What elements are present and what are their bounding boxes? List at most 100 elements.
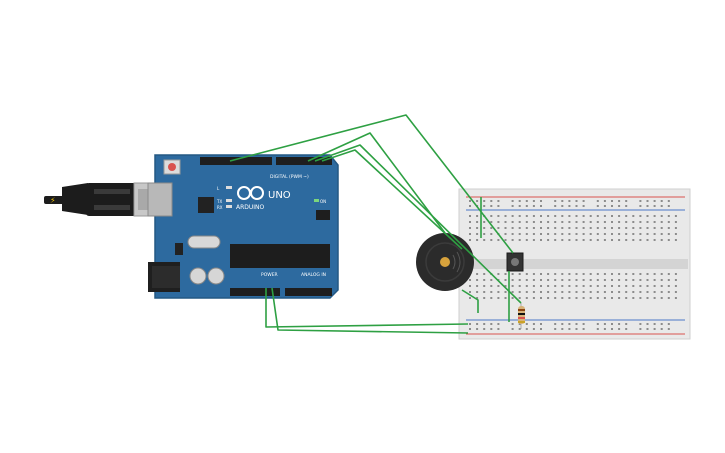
breadboard-hole[interactable] bbox=[511, 323, 514, 325]
breadboard-hole[interactable] bbox=[618, 200, 621, 202]
breadboard-hole[interactable] bbox=[504, 227, 507, 229]
breadboard-hole[interactable] bbox=[469, 215, 471, 217]
breadboard-hole[interactable] bbox=[497, 328, 500, 330]
breadboard-hole[interactable] bbox=[660, 279, 663, 281]
breadboard-hole[interactable] bbox=[618, 205, 621, 207]
breadboard-hole[interactable] bbox=[611, 279, 613, 281]
push-button-icon[interactable] bbox=[506, 252, 524, 272]
breadboard-hole[interactable] bbox=[632, 221, 635, 223]
breadboard-hole[interactable] bbox=[603, 273, 606, 275]
breadboard-hole[interactable] bbox=[568, 205, 571, 207]
breadboard-hole[interactable] bbox=[625, 297, 628, 299]
breadboard-hole[interactable] bbox=[589, 291, 592, 293]
breadboard-hole[interactable] bbox=[625, 279, 628, 281]
breadboard-hole[interactable] bbox=[532, 297, 535, 299]
breadboard-holes[interactable] bbox=[469, 200, 677, 330]
breadboard-hole[interactable] bbox=[497, 323, 500, 325]
breadboard-hole[interactable] bbox=[540, 227, 542, 229]
breadboard-hole[interactable] bbox=[540, 273, 542, 275]
breadboard-hole[interactable] bbox=[476, 227, 479, 229]
breadboard-hole[interactable] bbox=[497, 200, 500, 202]
breadboard-hole[interactable] bbox=[575, 205, 578, 207]
breadboard-hole[interactable] bbox=[603, 200, 606, 202]
breadboard-hole[interactable] bbox=[518, 273, 521, 275]
breadboard-hole[interactable] bbox=[504, 221, 507, 223]
breadboard-hole[interactable] bbox=[525, 215, 528, 217]
breadboard-hole[interactable] bbox=[667, 227, 670, 229]
breadboard-hole[interactable] bbox=[511, 285, 514, 287]
breadboard-hole[interactable] bbox=[625, 227, 628, 229]
breadboard-hole[interactable] bbox=[568, 273, 571, 275]
breadboard-hole[interactable] bbox=[561, 279, 564, 281]
breadboard-hole[interactable] bbox=[596, 291, 599, 293]
breadboard-hole[interactable] bbox=[674, 221, 677, 223]
breadboard-hole[interactable] bbox=[568, 297, 571, 299]
breadboard-hole[interactable] bbox=[490, 328, 493, 330]
breadboard-hole[interactable] bbox=[589, 233, 592, 235]
breadboard-hole[interactable] bbox=[469, 221, 471, 223]
breadboard-hole[interactable] bbox=[625, 215, 628, 217]
breadboard-hole[interactable] bbox=[653, 297, 656, 299]
breadboard-hole[interactable] bbox=[625, 273, 628, 275]
breadboard-hole[interactable] bbox=[525, 323, 528, 325]
breadboard-hole[interactable] bbox=[596, 221, 599, 223]
breadboard-hole[interactable] bbox=[674, 233, 677, 235]
breadboard-hole[interactable] bbox=[518, 291, 521, 293]
breadboard-hole[interactable] bbox=[589, 279, 592, 281]
breadboard-hole[interactable] bbox=[667, 205, 670, 207]
breadboard-hole[interactable] bbox=[504, 297, 507, 299]
breadboard-hole[interactable] bbox=[554, 323, 557, 325]
breadboard-hole[interactable] bbox=[518, 297, 521, 299]
breadboard-hole[interactable] bbox=[660, 291, 663, 293]
breadboard-hole[interactable] bbox=[476, 273, 479, 275]
breadboard-hole[interactable] bbox=[618, 285, 621, 287]
breadboard-hole[interactable] bbox=[589, 221, 592, 223]
breadboard-hole[interactable] bbox=[575, 200, 578, 202]
breadboard-hole[interactable] bbox=[497, 227, 500, 229]
breadboard-hole[interactable] bbox=[532, 273, 535, 275]
breadboard-hole[interactable] bbox=[540, 215, 542, 217]
breadboard-hole[interactable] bbox=[603, 297, 606, 299]
breadboard-hole[interactable] bbox=[497, 291, 500, 293]
breadboard-hole[interactable] bbox=[632, 297, 635, 299]
breadboard-hole[interactable] bbox=[639, 205, 642, 207]
breadboard-hole[interactable] bbox=[490, 205, 493, 207]
breadboard-hole[interactable] bbox=[646, 215, 649, 217]
breadboard-hole[interactable] bbox=[660, 297, 663, 299]
breadboard-hole[interactable] bbox=[554, 205, 557, 207]
breadboard-hole[interactable] bbox=[525, 291, 528, 293]
breadboard-hole[interactable] bbox=[582, 239, 585, 241]
breadboard-hole[interactable] bbox=[532, 205, 535, 207]
breadboard-hole[interactable] bbox=[469, 233, 471, 235]
breadboard-hole[interactable] bbox=[568, 239, 571, 241]
breadboard-hole[interactable] bbox=[589, 285, 592, 287]
breadboard-hole[interactable] bbox=[554, 239, 557, 241]
breadboard-hole[interactable] bbox=[568, 328, 571, 330]
breadboard-hole[interactable] bbox=[646, 227, 649, 229]
breadboard-hole[interactable] bbox=[469, 205, 471, 207]
breadboard-hole[interactable] bbox=[469, 323, 471, 325]
breadboard-hole[interactable] bbox=[639, 215, 642, 217]
breadboard-hole[interactable] bbox=[532, 239, 535, 241]
breadboard-hole[interactable] bbox=[575, 215, 578, 217]
breadboard-hole[interactable] bbox=[646, 328, 649, 330]
breadboard-hole[interactable] bbox=[561, 239, 564, 241]
breadboard-hole[interactable] bbox=[511, 233, 514, 235]
breadboard-hole[interactable] bbox=[568, 233, 571, 235]
breadboard-hole[interactable] bbox=[511, 291, 514, 293]
breadboard-hole[interactable] bbox=[497, 205, 500, 207]
breadboard-hole[interactable] bbox=[653, 227, 656, 229]
breadboard-hole[interactable] bbox=[575, 239, 578, 241]
breadboard-hole[interactable] bbox=[575, 279, 578, 281]
breadboard-hole[interactable] bbox=[540, 291, 542, 293]
breadboard-hole[interactable] bbox=[476, 221, 479, 223]
breadboard-hole[interactable] bbox=[554, 221, 557, 223]
breadboard-hole[interactable] bbox=[618, 233, 621, 235]
breadboard-hole[interactable] bbox=[603, 328, 606, 330]
breadboard-hole[interactable] bbox=[511, 205, 514, 207]
breadboard-hole[interactable] bbox=[525, 239, 528, 241]
breadboard-hole[interactable] bbox=[469, 200, 471, 202]
breadboard-hole[interactable] bbox=[483, 205, 486, 207]
breadboard-hole[interactable] bbox=[504, 279, 507, 281]
breadboard-hole[interactable] bbox=[596, 233, 599, 235]
